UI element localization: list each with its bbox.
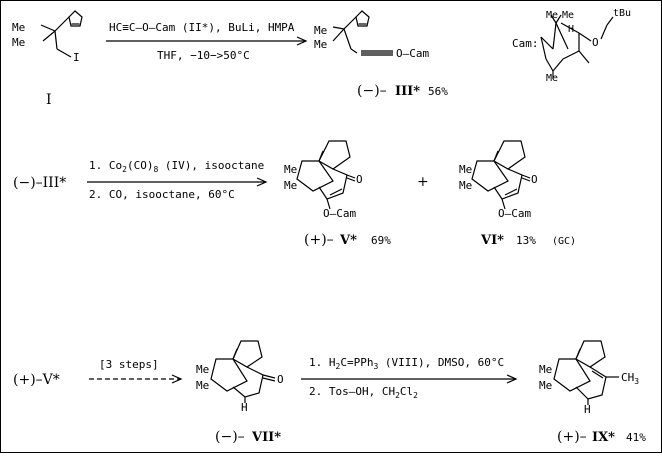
plus-sign: + — [417, 174, 429, 190]
cam-methyl-top-1: Me — [546, 10, 558, 21]
compound-VII-label-numeral: VII* — [251, 430, 281, 445]
cam-hydrogen: H — [568, 24, 574, 35]
compound-III-label-numeral: III* — [395, 84, 420, 99]
compound-VI-method: (GC) — [552, 236, 576, 247]
compound-VII-structure — [210, 340, 276, 403]
compound-IX-methyl-1: Me — [539, 363, 552, 376]
compound-V-ocam: O–Cam — [323, 207, 356, 220]
step3-start-label: (+)–V* — [13, 372, 60, 388]
compound-III-yield: 56% — [428, 85, 448, 98]
compound-V-methyl-2: Me — [284, 179, 297, 192]
compound-V-yield: 69% — [371, 234, 391, 247]
compound-VII-methyl-2: Me — [196, 379, 209, 392]
compound-V-oxo: O — [356, 173, 363, 186]
compound-IX-methyl-2: Me — [539, 379, 552, 392]
reaction-arrow-4 — [301, 374, 518, 384]
compound-IX-label-numeral: IX* — [592, 430, 615, 445]
compound-V-label-prefix: (+)– — [304, 232, 334, 248]
compound-I-label: I — [46, 92, 52, 108]
cam-methyl-top-2: Me — [562, 10, 574, 21]
compound-VII-label-prefix: (−)– — [215, 429, 245, 445]
compound-VI-label-numeral: VI* — [480, 233, 504, 248]
compound-V-structure — [296, 140, 356, 210]
compound-III-methyl-2: Me — [314, 38, 327, 51]
compound-IX-yield: 41% — [626, 431, 646, 444]
step1-conditions-top: HC≡C–O–Cam (II*), BuLi, HMPA — [109, 21, 295, 34]
compound-IX-hydrogen: H — [584, 403, 591, 416]
camphor-auxiliary-structure — [540, 14, 614, 79]
compound-VII-oxo: O — [277, 373, 284, 386]
reaction-arrow-3-dashed — [89, 374, 183, 384]
compound-IX-structure — [553, 340, 619, 405]
compound-V-methyl-1: Me — [284, 163, 297, 176]
step2-condition-2: 2. CO, isooctane, 60°C — [89, 188, 235, 201]
reaction-arrow-2 — [87, 177, 268, 187]
three-steps-label: [3 steps] — [99, 358, 159, 371]
compound-VII-methyl-1: Me — [196, 363, 209, 376]
cam-oxygen: O — [592, 36, 599, 49]
compound-VI-oxo: O — [531, 173, 538, 186]
reaction-arrow-1 — [106, 36, 308, 46]
compound-V-label-numeral: V* — [339, 233, 357, 248]
cam-methyl-bottom: Me — [546, 73, 558, 84]
compound-III-label-prefix: (−)– — [357, 83, 387, 99]
compound-I-methyl-2: Me — [12, 36, 25, 49]
compound-I-iodine: I — [73, 51, 80, 64]
cam-definition-label: Cam: — [512, 37, 539, 50]
compound-IX-methyl-group: CH3 — [621, 371, 639, 386]
step3-condition-2: 2. Tos–OH, CH2Cl2 — [309, 385, 418, 400]
compound-VI-methyl-2: Me — [459, 179, 472, 192]
cam-tert-butyl: tBu — [613, 8, 631, 19]
compound-VI-ocam: O–Cam — [498, 207, 531, 220]
compound-VII-hydrogen: H — [241, 401, 248, 414]
compound-I-structure — [40, 10, 83, 58]
step1-conditions-bottom: THF, −10−>50°C — [157, 49, 250, 62]
compound-VI-yield: 13% — [516, 234, 536, 247]
compound-III-ocam-group: O–Cam — [396, 47, 429, 60]
step3-condition-1: 1. H2C=PPh3 (VIII), DMSO, 60°C — [309, 356, 504, 371]
compound-I-methyl-1: Me — [12, 21, 25, 34]
compound-III-methyl-1: Me — [314, 24, 327, 37]
compound-VI-methyl-1: Me — [459, 163, 472, 176]
compound-VI-structure — [471, 140, 531, 210]
step2-condition-1: 1. Co2(CO)8 (IV), isooctane — [89, 159, 264, 174]
compound-IX-label-prefix: (+)– — [557, 429, 587, 445]
compound-III-structure — [332, 10, 393, 56]
step2-start-label: (−)–III* — [13, 175, 66, 191]
